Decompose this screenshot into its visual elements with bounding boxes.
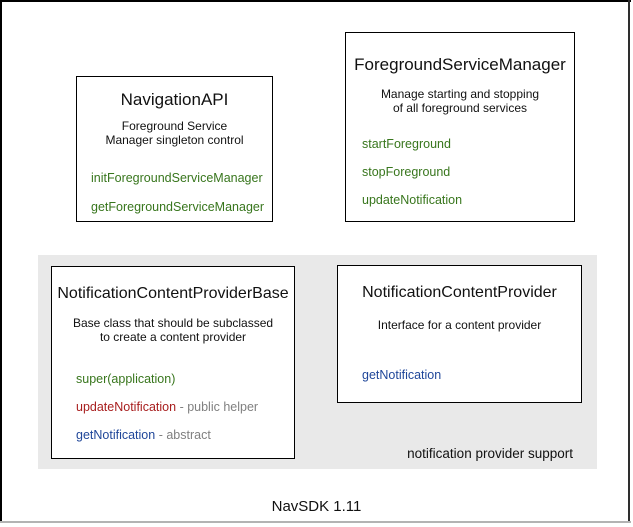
foreground-service-manager-box: ForegroundServiceManager Manage starting… — [345, 32, 575, 222]
method-annotation: - abstract — [158, 428, 211, 442]
method-list: getNotification — [338, 368, 581, 382]
description-line: Interface for a content provider — [377, 318, 542, 332]
navigation-api-box: NavigationAPI Foreground Service Manager… — [76, 76, 273, 222]
description-line: Foreground Service — [121, 119, 228, 133]
method-list: initForegroundServiceManager getForegrou… — [77, 171, 272, 214]
box-description: Manage starting and stopping of all fore… — [346, 87, 574, 115]
region-label: notification provider support — [407, 446, 573, 461]
notification-content-provider-box: NotificationContentProvider Interface fo… — [337, 265, 582, 403]
frame-border-top — [0, 0, 631, 2]
method-row: updateNotification - public helper — [76, 400, 294, 414]
box-description: Foreground Service Manager singleton con… — [77, 119, 272, 147]
frame-border-right — [628, 0, 630, 523]
method-row: super(application) — [76, 372, 294, 386]
description-line: Manage starting and stopping — [380, 87, 540, 101]
method-label: updateNotification — [362, 193, 463, 207]
method-label: stopForeground — [362, 165, 451, 179]
method-annotation: - public helper — [179, 400, 259, 414]
box-title: NavigationAPI — [120, 90, 229, 109]
diagram-caption: NavSDK 1.11 — [271, 498, 362, 515]
box-description: Interface for a content provider — [338, 318, 581, 332]
method-label: getNotification — [76, 428, 156, 442]
method-label: getNotification — [362, 368, 442, 382]
box-title: NotificationContentProviderBase — [57, 285, 289, 302]
description-line: Base class that should be subclassed — [72, 316, 274, 330]
description-line: of all foreground services — [392, 101, 528, 115]
method-label: startForeground — [362, 137, 451, 151]
method-label: super(application) — [76, 372, 176, 386]
notification-content-provider-base-box: NotificationContentProviderBase Base cla… — [51, 266, 295, 459]
method-list: super(application) updateNotification - … — [52, 372, 294, 442]
box-title: ForegroundServiceManager — [354, 55, 566, 74]
description-line: Manager singleton control — [105, 133, 244, 147]
method-row: getNotification - abstract — [76, 428, 294, 442]
method-list: startForeground stopForeground updateNot… — [346, 137, 574, 207]
method-label: getForegroundServiceManager — [91, 200, 265, 214]
description-line: to create a content provider — [99, 330, 247, 344]
frame-border-bottom — [0, 521, 631, 523]
frame-border-left — [0, 0, 2, 523]
box-description: Base class that should be subclassed to … — [52, 316, 294, 344]
box-title: NotificationContentProvider — [362, 284, 557, 301]
method-label: initForegroundServiceManager — [91, 171, 263, 185]
method-label: updateNotification — [76, 400, 177, 414]
